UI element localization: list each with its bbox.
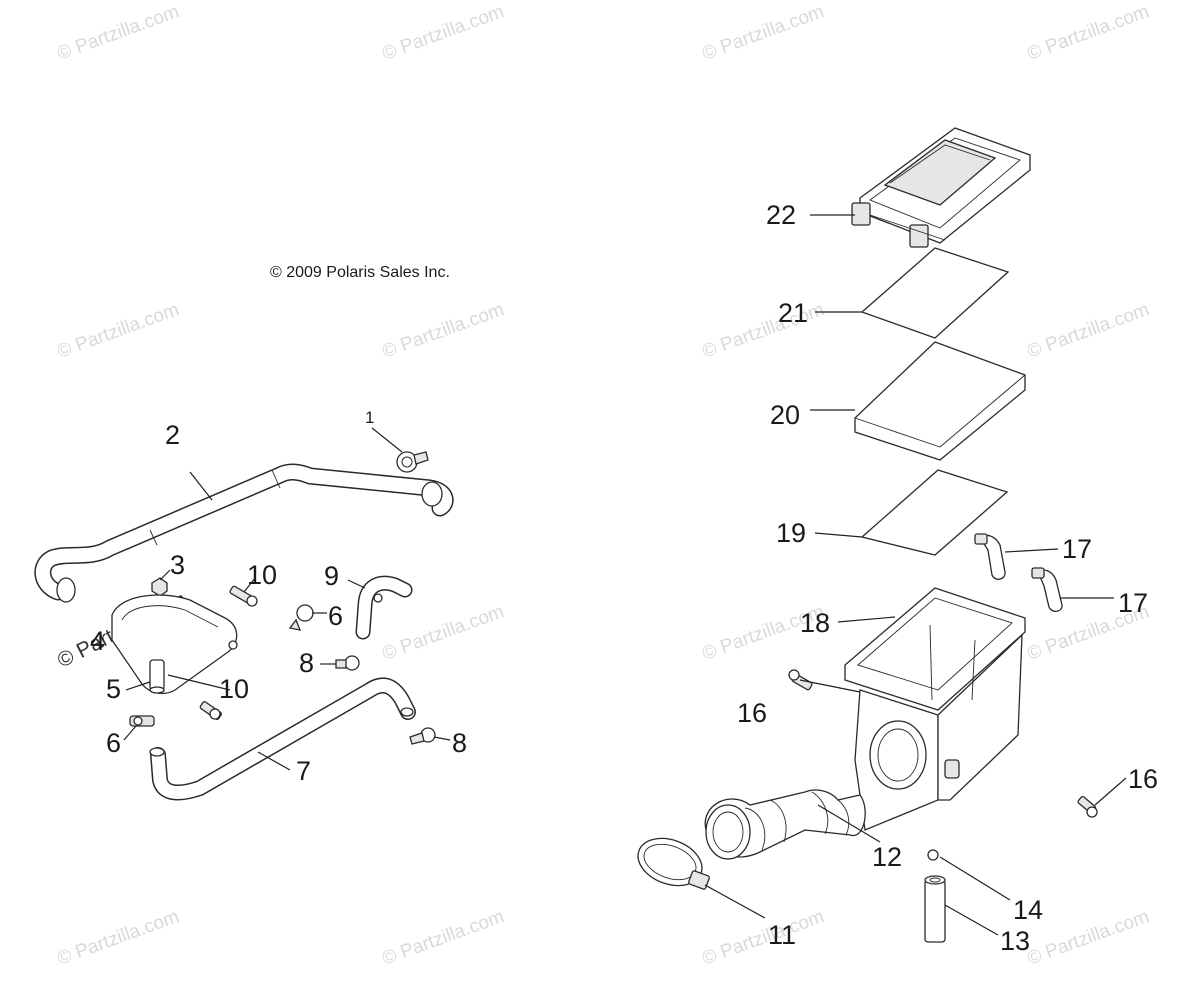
watermark: © Partzilla.com bbox=[380, 299, 507, 363]
callout-20: 20 bbox=[770, 400, 800, 430]
right-callouts: 22 21 20 19 17 17 18 16 16 12 14 13 11 bbox=[737, 200, 1158, 956]
part-16-bolt-left bbox=[788, 669, 813, 691]
right-leader-lines bbox=[704, 214, 1127, 936]
watermark: © Partzilla.com bbox=[380, 601, 507, 665]
callout-2: 2 bbox=[165, 420, 180, 450]
callout-10-upper: 10 bbox=[247, 560, 277, 590]
callout-4: 4 bbox=[90, 626, 105, 656]
watermark: © Partzilla.com bbox=[55, 299, 182, 363]
callout-21: 21 bbox=[778, 298, 808, 328]
part-8-clamp-lower bbox=[409, 727, 436, 745]
part-17-clip-upper bbox=[974, 533, 1006, 580]
part-5-fitting bbox=[149, 659, 165, 694]
part-6-clamp-upper bbox=[288, 604, 314, 631]
part-10-bolt-lower bbox=[199, 701, 222, 721]
part-12-intake-duct bbox=[704, 789, 866, 860]
part-16-bolt-right bbox=[1077, 795, 1098, 818]
part-14-cap bbox=[927, 849, 939, 861]
watermark: © Partzilla.com bbox=[380, 1, 507, 65]
watermark: © Partzilla.com bbox=[55, 1, 182, 65]
callout-17-upper: 17 bbox=[1062, 534, 1092, 564]
watermark: © Partzilla.com bbox=[700, 1, 827, 65]
watermark: © Partzilla.com bbox=[1025, 1, 1152, 65]
part-13-drain-tube bbox=[924, 875, 946, 943]
callout-10-lower: 10 bbox=[219, 674, 249, 704]
callout-19: 19 bbox=[776, 518, 806, 548]
callout-12: 12 bbox=[872, 842, 902, 872]
watermark: © Partzilla.com bbox=[1025, 299, 1152, 363]
part-6-clamp-lower bbox=[129, 715, 155, 727]
part-19-prefilter bbox=[860, 469, 1009, 556]
callout-6-lower: 6 bbox=[106, 728, 121, 758]
left-callouts: 1 2 3 4 5 6 6 7 8 8 9 10 10 bbox=[90, 408, 467, 786]
part-18-airbox bbox=[844, 587, 1026, 831]
callout-3: 3 bbox=[170, 550, 185, 580]
part-22-airbox-cover bbox=[851, 127, 1031, 248]
callout-1: 1 bbox=[365, 408, 374, 427]
part-9-elbow-hose bbox=[355, 575, 413, 640]
part-1-hose-clamp bbox=[396, 451, 429, 473]
copyright-notice: © 2009 Polaris Sales Inc. bbox=[270, 264, 450, 281]
part-17-clip-lower bbox=[1031, 567, 1063, 612]
callout-5: 5 bbox=[106, 674, 121, 704]
callout-16-left: 16 bbox=[737, 698, 767, 728]
part-3-nut bbox=[151, 577, 168, 597]
watermark: © Partzilla.com bbox=[380, 906, 507, 970]
callout-6-upper: 6 bbox=[328, 601, 343, 631]
callout-13: 13 bbox=[1000, 926, 1030, 956]
callout-14: 14 bbox=[1013, 895, 1043, 925]
callout-11: 11 bbox=[768, 920, 796, 950]
callout-8-lower: 8 bbox=[452, 728, 467, 758]
part-11-hose-clamp bbox=[637, 837, 710, 890]
watermark: © Partzilla.com bbox=[700, 906, 827, 970]
callout-8-upper: 8 bbox=[299, 648, 314, 678]
watermark: © Partzilla.com bbox=[1025, 906, 1152, 970]
part-20-air-filter bbox=[854, 341, 1026, 461]
part-8-clamp-upper bbox=[335, 655, 360, 671]
watermark: © Partzilla.com bbox=[55, 906, 182, 970]
callout-16-right: 16 bbox=[1128, 764, 1158, 794]
part-7-lower-hose bbox=[149, 677, 416, 801]
callout-7: 7 bbox=[296, 756, 311, 786]
callout-9: 9 bbox=[324, 561, 339, 591]
part-21-filter-gasket bbox=[860, 247, 1010, 339]
left-leader-lines bbox=[123, 427, 451, 771]
callout-18: 18 bbox=[800, 608, 830, 638]
callout-22: 22 bbox=[766, 200, 796, 230]
part-10-bolt-upper bbox=[229, 585, 258, 607]
part-2-breather-hose bbox=[34, 463, 454, 603]
callout-17-lower: 17 bbox=[1118, 588, 1148, 618]
